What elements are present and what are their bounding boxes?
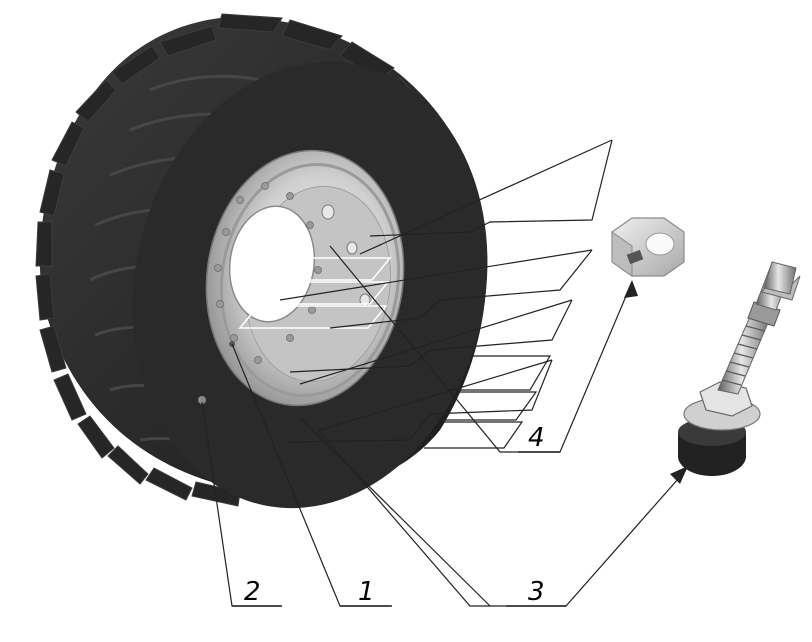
arrow-to-valve bbox=[670, 466, 688, 484]
callout-shelves bbox=[232, 451, 566, 607]
nut-bore bbox=[645, 232, 675, 256]
valve-cap-top bbox=[763, 261, 797, 295]
arrow-to-nut bbox=[624, 280, 638, 298]
wheel-rim bbox=[205, 149, 405, 407]
tire-valve-hole bbox=[198, 396, 206, 404]
nut-thread-mark bbox=[626, 249, 644, 265]
callout-label-2: 2 bbox=[244, 577, 261, 607]
arrow-heads bbox=[624, 280, 688, 484]
valve bbox=[678, 261, 801, 476]
callout-label-3: 3 bbox=[528, 577, 545, 607]
rim-flange bbox=[219, 162, 401, 398]
callout-label-1: 1 bbox=[358, 577, 375, 607]
valve-nut bbox=[611, 217, 685, 277]
bolt-holes bbox=[214, 182, 322, 364]
valve-stem bbox=[717, 311, 771, 395]
exploded-view-guides bbox=[238, 257, 392, 329]
nut-side-face bbox=[611, 231, 633, 277]
callout-label-4: 4 bbox=[528, 423, 545, 453]
rim-ventilation-holes bbox=[321, 204, 371, 307]
